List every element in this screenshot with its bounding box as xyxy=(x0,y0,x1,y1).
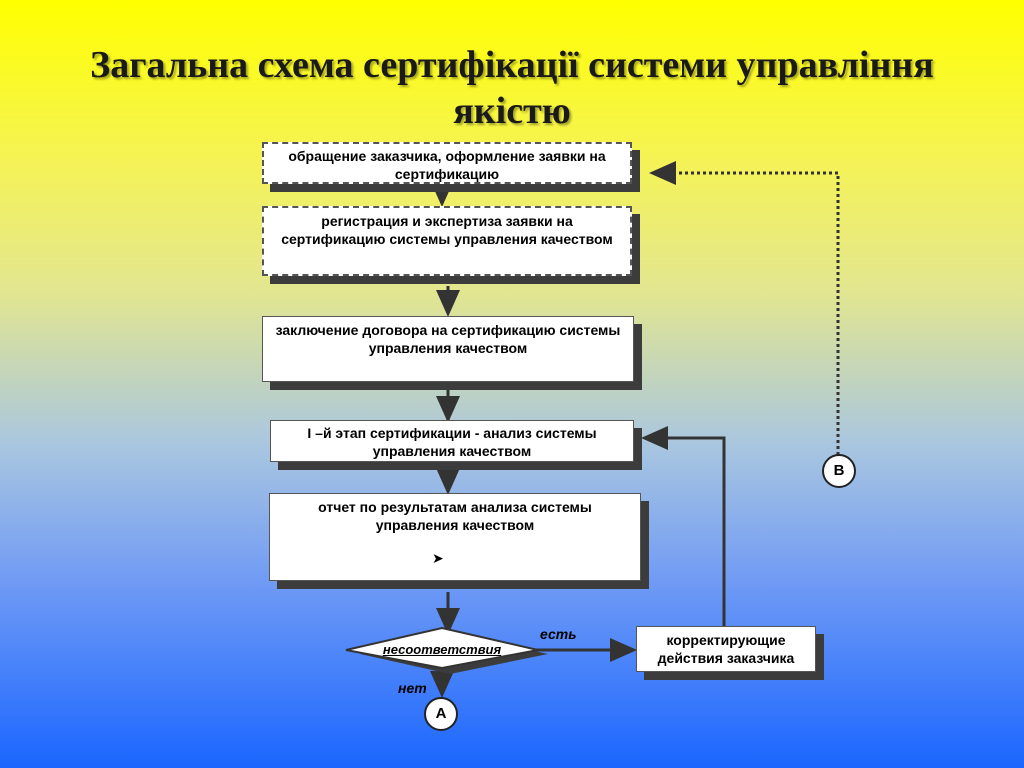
step-request-box: обращение заказчика, оформление заявки н… xyxy=(262,142,632,184)
decision-yes-label: есть xyxy=(540,626,577,642)
page-title: Загальна схема сертифікації системи упра… xyxy=(90,44,934,132)
step-stage1-text: I –й этап сертификации - анализ системы … xyxy=(307,425,597,459)
decision-no-label: нет xyxy=(398,680,427,696)
step-stage1-box: I –й этап сертификации - анализ системы … xyxy=(270,420,634,462)
connector-a: А xyxy=(424,697,458,731)
step-report-box: отчет по результатам анализа системы упр… xyxy=(269,493,641,581)
arrow-corrective-stage1 xyxy=(641,426,726,626)
decision-diamond xyxy=(345,626,539,670)
step-report-text: отчет по результатам анализа системы упр… xyxy=(318,499,592,533)
step-contract-box: заключение договора на сертификацию сист… xyxy=(262,316,634,382)
corrective-actions-box: корректирующие действия заказчика xyxy=(636,626,816,672)
report-bullet-icon: ➤ xyxy=(432,550,444,566)
step-request-text: обращение заказчика, оформление заявки н… xyxy=(288,148,606,182)
step-registration-text: регистрация и экспертиза заявки на серти… xyxy=(281,213,613,247)
dotted-b-loop xyxy=(649,161,840,455)
corrective-actions-text: корректирующие действия заказчика xyxy=(657,632,795,666)
step-contract-text: заключение договора на сертификацию сист… xyxy=(275,322,621,356)
connector-b: В xyxy=(822,454,856,488)
decision-label: несоответствия xyxy=(382,642,502,657)
step-registration-box: регистрация и экспертиза заявки на серти… xyxy=(262,206,632,276)
